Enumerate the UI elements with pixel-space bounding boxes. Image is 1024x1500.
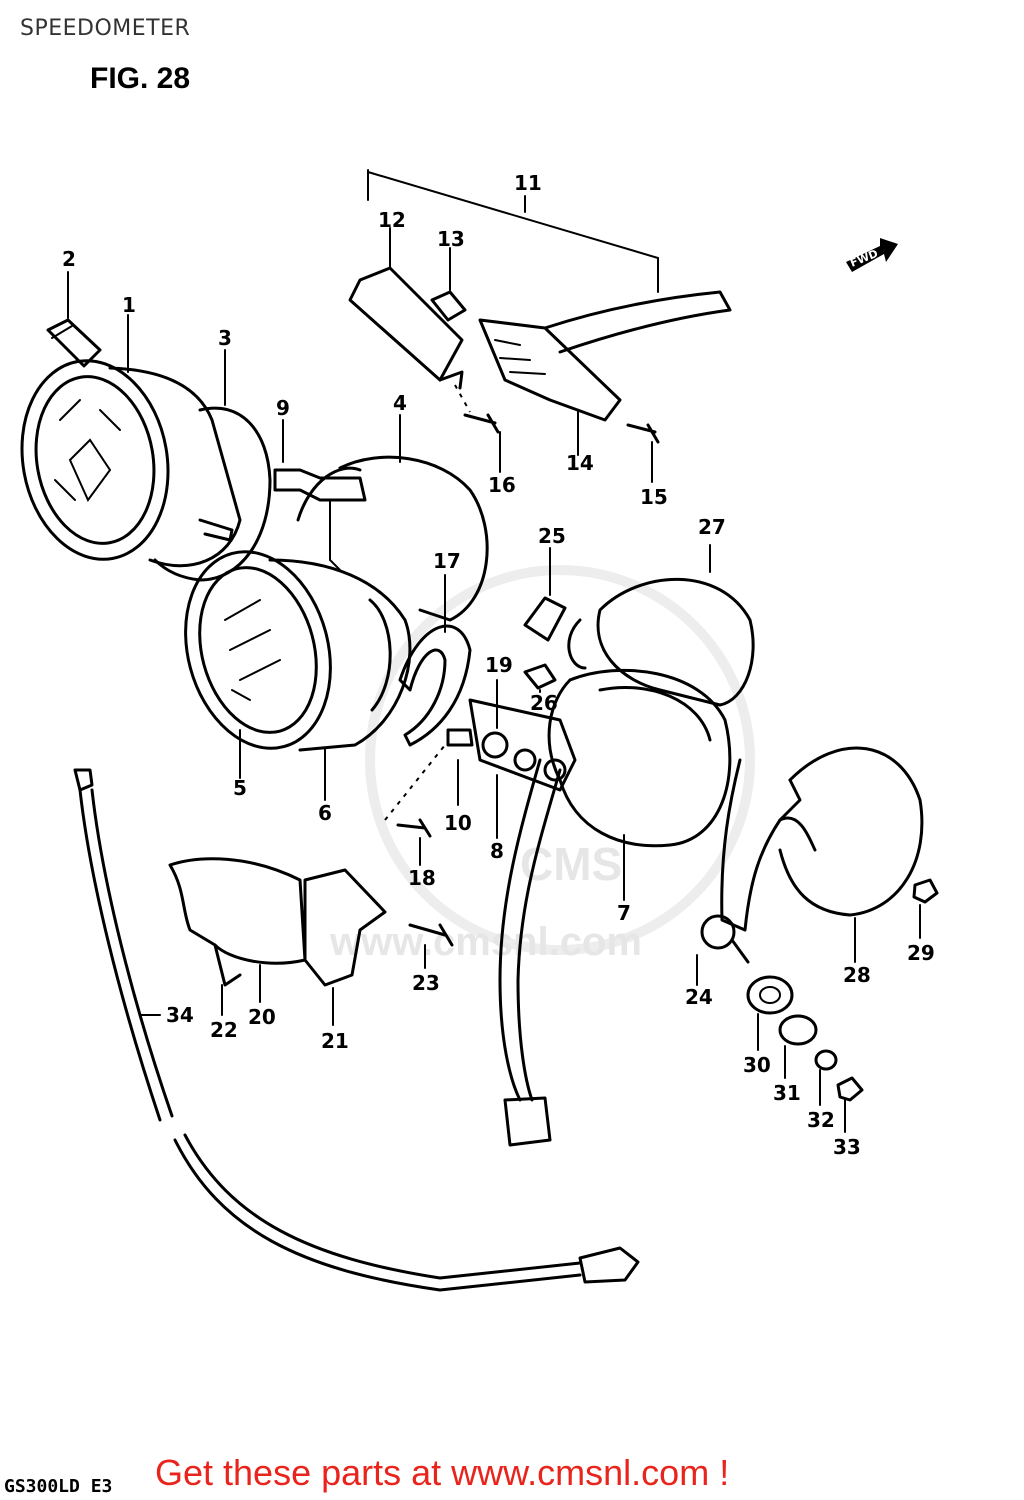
- part-14-board: [478, 290, 732, 456]
- page-title: SPEEDOMETER: [20, 16, 191, 41]
- callout-16: 16: [488, 473, 516, 497]
- part-23-screw: [408, 923, 454, 969]
- part-7-lower-case: [547, 668, 732, 901]
- callout-27: 27: [698, 515, 726, 539]
- callout-21: 21: [321, 1029, 349, 1053]
- callout-28: 28: [843, 963, 871, 987]
- callout-34: 34: [166, 1003, 194, 1027]
- fwd-label: FWD: [848, 247, 880, 270]
- part-32-washer: [814, 1049, 838, 1106]
- callout-2: 2: [62, 247, 76, 271]
- part-17-bracket: [398, 574, 472, 747]
- part-33-nut: [836, 1076, 864, 1133]
- callout-24: 24: [685, 985, 713, 1009]
- callout-20: 20: [248, 1005, 276, 1029]
- part-31-washer: [778, 1014, 818, 1079]
- part-28-cover: [778, 746, 924, 963]
- callout-14: 14: [566, 451, 594, 475]
- part-1-speedometer: [20, 314, 242, 568]
- part-15-screw: [626, 423, 660, 483]
- callout-6: 6: [318, 801, 332, 825]
- part-12-housing: [348, 227, 464, 390]
- callout-11: 11: [514, 171, 542, 195]
- part-25-grommet: [523, 547, 567, 642]
- part-3-ring: [153, 349, 272, 582]
- watermark-url: www.cmsnl.com: [329, 920, 642, 964]
- callout-8: 8: [490, 839, 504, 863]
- part-21-holder: [303, 868, 387, 1026]
- part-2-bulb: [46, 271, 102, 368]
- callout-18: 18: [408, 866, 436, 890]
- callout-1: 1: [122, 293, 136, 317]
- part-27-cover: [567, 544, 755, 707]
- callout-10: 10: [444, 811, 472, 835]
- part-24-bracket: [696, 758, 817, 986]
- callout-32: 32: [807, 1108, 835, 1132]
- callout-29: 29: [907, 941, 935, 965]
- callout-4: 4: [393, 391, 407, 415]
- part-20-holder: [168, 857, 307, 1003]
- callout-23: 23: [412, 971, 440, 995]
- callout-labels: 1 2 3 4 5 6 7 8 9 10 11 12 13 14 15 16 1…: [62, 171, 935, 1159]
- part-6-case: [268, 558, 412, 801]
- part-22-spacer: [213, 943, 242, 1016]
- callout-9: 9: [276, 396, 290, 420]
- callout-30: 30: [743, 1053, 771, 1077]
- wiring-harness: [498, 758, 562, 1147]
- callout-7: 7: [617, 901, 631, 925]
- part-16-screw: [454, 384, 501, 473]
- get-parts-link[interactable]: Get these parts at www.cmsnl.com !: [155, 1452, 730, 1493]
- part-8-indicator-block: [384, 679, 577, 839]
- figure-label: FIG. 28: [90, 62, 190, 95]
- callout-11-bracket: [367, 169, 659, 293]
- part-26-bulb: [523, 663, 557, 693]
- callout-25: 25: [538, 524, 566, 548]
- fwd-arrow-icon: FWD: [846, 238, 898, 272]
- part-29-nut: [912, 878, 939, 939]
- callout-12: 12: [378, 208, 406, 232]
- part-30-grommet: [746, 975, 794, 1051]
- callout-17: 17: [433, 549, 461, 573]
- part-5-tachometer: [184, 550, 332, 779]
- part-18-screw: [396, 818, 432, 866]
- callout-3: 3: [218, 326, 232, 350]
- part-9-socket: [273, 419, 367, 571]
- model-code: GS300LD E3: [4, 1476, 112, 1497]
- callout-31: 31: [773, 1081, 801, 1105]
- part-34-cable: [73, 768, 640, 1292]
- callout-19: 19: [485, 653, 513, 677]
- callout-22: 22: [210, 1018, 238, 1042]
- callout-15: 15: [640, 485, 668, 509]
- callout-26: 26: [530, 691, 558, 715]
- callout-5: 5: [233, 776, 247, 800]
- callout-33: 33: [833, 1135, 861, 1159]
- part-4-case: [296, 414, 489, 622]
- callout-13: 13: [437, 227, 465, 251]
- part-13-clip: [430, 247, 467, 322]
